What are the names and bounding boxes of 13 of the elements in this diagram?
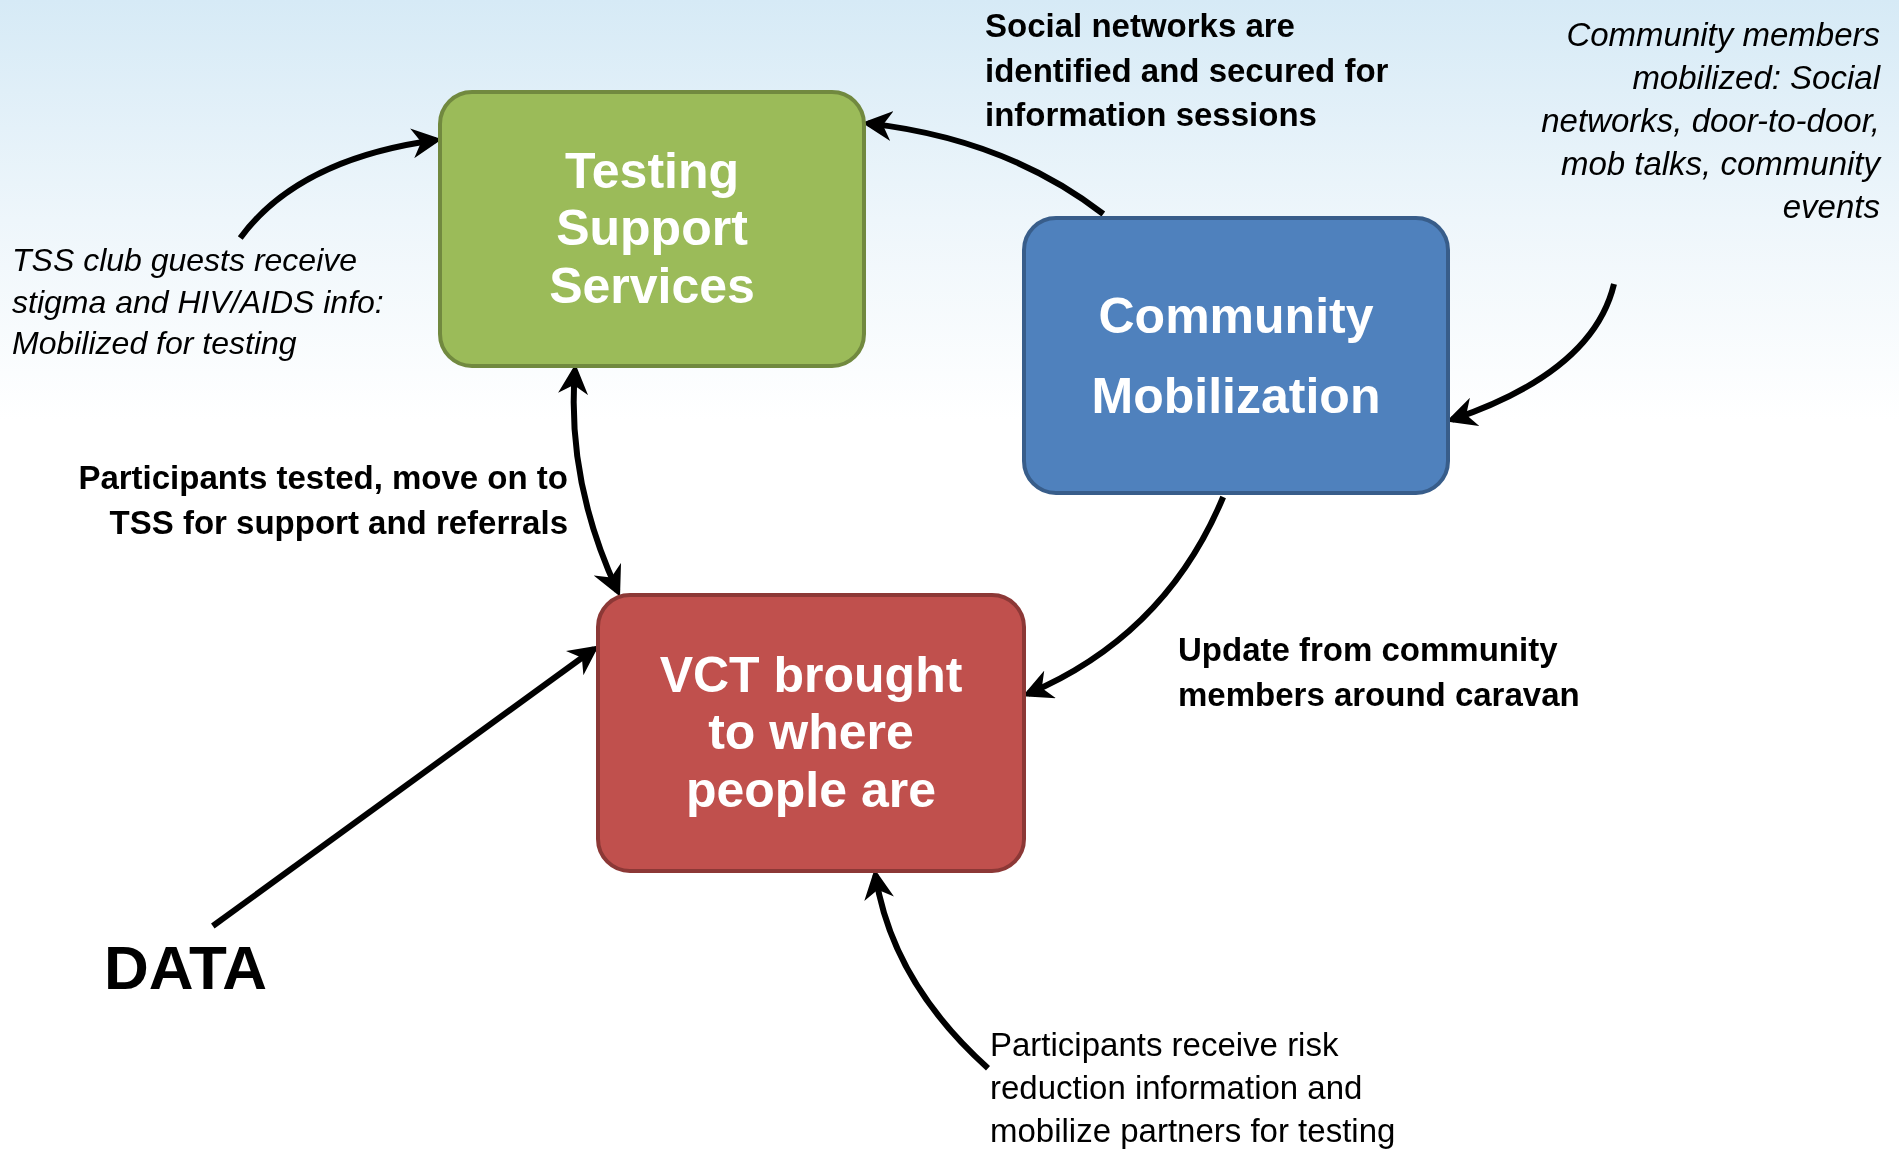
box-title: VCT brought to where people are [658, 646, 964, 820]
process-box [596, 593, 1026, 873]
edge-label: Update from community members around caravan [1178, 630, 1581, 715]
data-label: DATA [104, 928, 274, 996]
annotation-text: TSS club guests receive stigma and HIV/AIDS info: Mobilized for testing [12, 240, 427, 370]
edge-label: Social networks are identified and secured for information sessions [985, 6, 1390, 136]
process-box [1022, 216, 1450, 495]
annotation-text: Participants receive risk reduction information and mobilize partners for testing [990, 1024, 1470, 1154]
edge-label: Participants tested, move on to TSS for support and referrals [77, 458, 568, 543]
annotation-text: Community members mobilized: Social networks, door-to-door, mob talks, community events [1530, 14, 1880, 282]
box-title: Community Mobilization [1090, 286, 1382, 426]
box-title: Testing Support Services [548, 142, 756, 316]
process-box [438, 90, 866, 368]
